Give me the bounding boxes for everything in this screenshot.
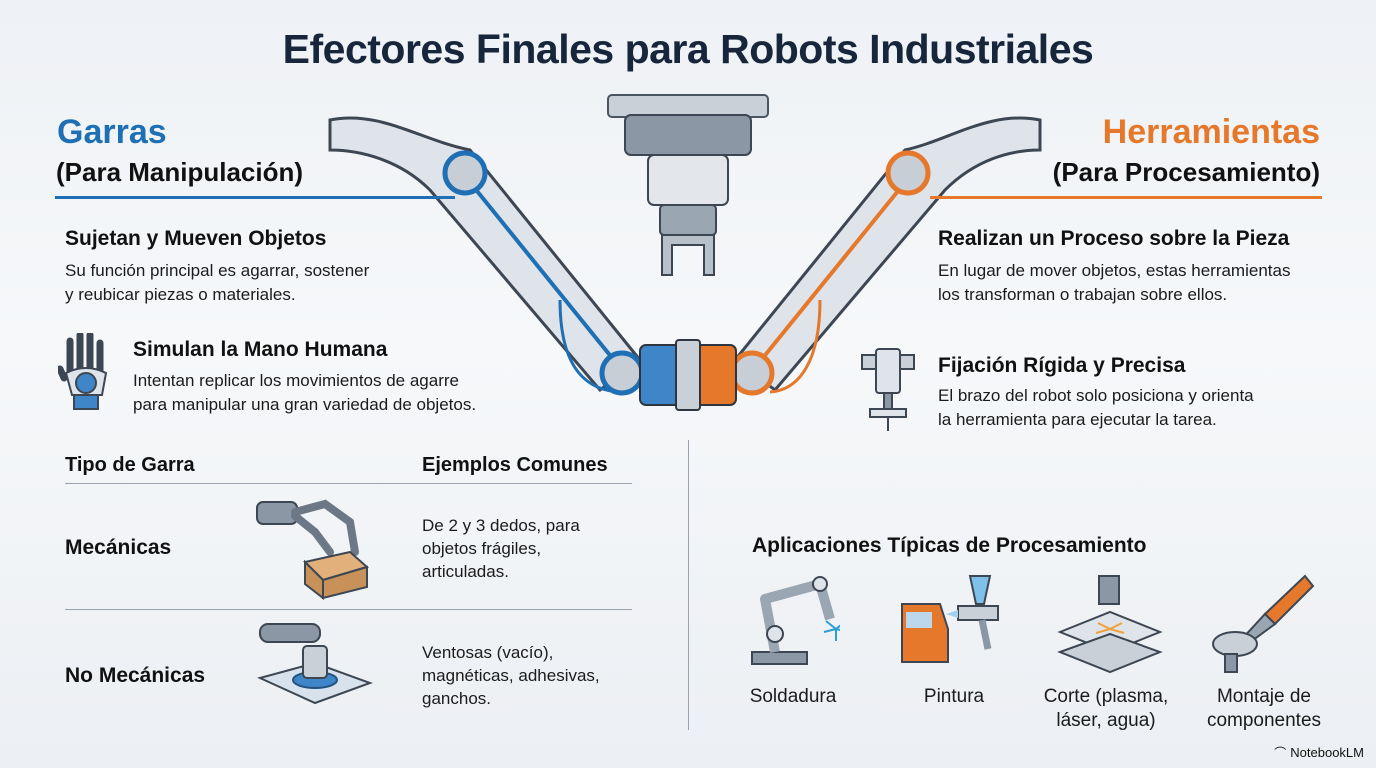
point-desc: Intentan replicar los movimientos de aga… — [133, 369, 476, 417]
applications-title: Aplicaciones Típicas de Procesamiento — [752, 534, 1147, 557]
page-title: Efectores Finales para Robots Industrial… — [282, 26, 1094, 72]
desc-line: Su función principal es agarrar, sostene… — [65, 261, 370, 280]
table-header-examples: Ejemplos Comunes — [422, 454, 608, 476]
desc-line: El brazo del robot solo posiciona y orie… — [938, 386, 1254, 405]
table-row-examples: De 2 y 3 dedos, para objetos frágiles, a… — [422, 514, 580, 583]
point-title: Realizan un Proceso sobre la Pieza — [938, 227, 1290, 250]
robotic-hand-icon — [58, 333, 108, 410]
label-line: Pintura — [923, 686, 985, 707]
desc-line: la herramienta para ejecutar la tarea. — [938, 410, 1217, 429]
label-line: Corte (plasma, — [1043, 686, 1169, 707]
application-label: Pintura — [879, 685, 1029, 709]
point-desc: En lugar de mover objetos, estas herrami… — [938, 259, 1290, 307]
example-line: objetos frágiles, — [422, 539, 542, 558]
welding-robot-icon — [751, 576, 840, 665]
application-label: Montaje de componentes — [1189, 685, 1339, 733]
label-line: Soldadura — [749, 686, 837, 707]
point-desc: Su función principal es agarrar, sostene… — [65, 259, 369, 307]
application-label: Soldadura — [718, 685, 868, 709]
table-row-examples: Ventosas (vacío), magnéticas, adhesivas,… — [422, 641, 600, 710]
label-line: componentes — [1206, 710, 1322, 731]
cutting-icon — [1057, 575, 1163, 674]
screwdriver-assembly-icon — [1212, 574, 1315, 673]
example-line: De 2 y 3 dedos, para — [422, 516, 580, 535]
branding-text: NotebookLM — [1290, 745, 1364, 760]
desc-line: los transforman o trabajan sobre ellos. — [938, 285, 1228, 304]
point-title: Sujetan y Mueven Objetos — [65, 227, 327, 250]
spindle-tool-icon — [861, 348, 915, 431]
label-line: láser, agua) — [1056, 710, 1156, 731]
desc-line: Intentan replicar los movimientos de aga… — [133, 371, 459, 390]
example-line: magnéticas, adhesivas, — [422, 666, 600, 685]
notebooklm-branding: ⌒ NotebookLM — [1274, 744, 1364, 761]
table-divider — [65, 609, 632, 610]
column-divider — [688, 440, 689, 730]
center-coupling — [639, 339, 737, 411]
desc-line: y reubicar piezas o materiales. — [65, 285, 296, 304]
table-divider — [65, 483, 632, 484]
application-label: Corte (plasma, láser, agua) — [1031, 685, 1181, 733]
example-line: Ventosas (vacío), — [422, 643, 554, 662]
point-title: Simulan la Mano Humana — [133, 338, 388, 361]
table-row-type: Mecánicas — [65, 536, 172, 559]
garras-heading: Garras — [57, 113, 167, 151]
label-line: Montaje de — [1216, 686, 1311, 707]
herramientas-heading: Herramientas — [1102, 113, 1320, 151]
table-header-type: Tipo de Garra — [65, 454, 195, 476]
notebooklm-logo-icon: ⌒ — [1274, 746, 1287, 760]
spray-gun-icon — [901, 575, 999, 663]
point-title: Fijación Rígida y Precisa — [938, 354, 1186, 377]
garras-subheading: (Para Manipulación) — [56, 157, 304, 187]
desc-line: para manipular una gran variedad de obje… — [133, 395, 477, 414]
mechanical-gripper-icon — [256, 499, 370, 600]
point-desc: El brazo del robot solo posiciona y orie… — [938, 384, 1254, 432]
garras-underline — [55, 196, 455, 199]
desc-line: En lugar de mover objetos, estas herrami… — [938, 261, 1291, 280]
center-spindle — [607, 94, 769, 276]
table-row-type: No Mecánicas — [65, 664, 206, 687]
herramientas-underline — [930, 196, 1322, 199]
example-line: articuladas. — [422, 562, 509, 581]
example-line: ganchos. — [422, 689, 491, 708]
herramientas-subheading: (Para Procesamiento) — [1052, 157, 1320, 187]
vacuum-suction-cup-icon — [257, 623, 373, 705]
